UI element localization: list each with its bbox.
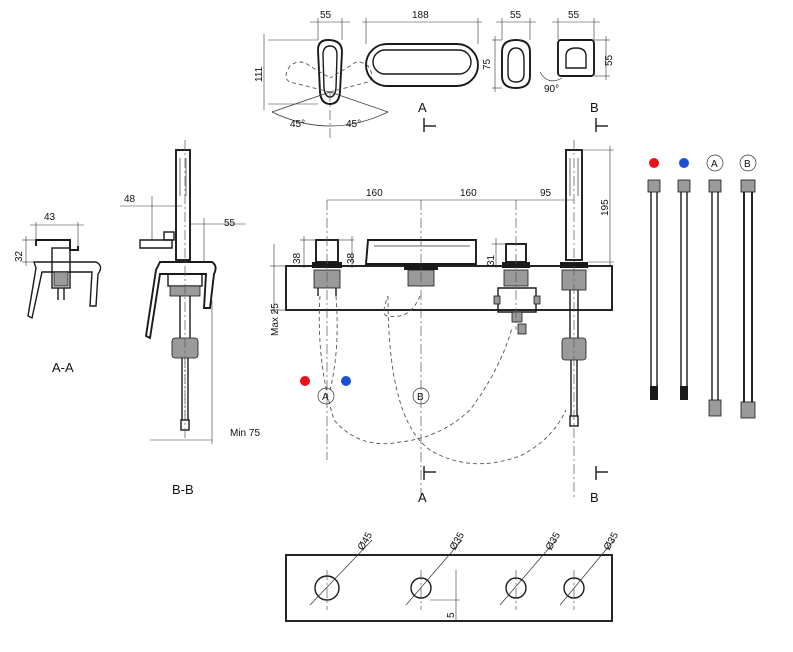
dia-4-text: Ø35 xyxy=(602,530,621,552)
legend-b-marker xyxy=(739,154,757,172)
shower-height-text: 195 xyxy=(600,199,611,216)
cold-water-dot-icon xyxy=(679,158,689,168)
handle-height-text: 111 xyxy=(254,66,265,82)
diverter-top-view: 55 75 xyxy=(482,10,536,92)
dim-5-text: 5 xyxy=(446,612,457,618)
hose-a-marker xyxy=(317,387,335,405)
view-bb-label: B-B xyxy=(172,482,194,497)
section-b-top-label: B xyxy=(590,100,599,115)
hoses-legend: A B xyxy=(647,154,757,419)
hose-cold xyxy=(677,179,691,400)
cold-water-dot-icon xyxy=(341,376,351,386)
hose-b-marker xyxy=(412,387,430,405)
hose-b xyxy=(740,179,756,419)
section-b-bottom-label: B xyxy=(590,490,599,505)
spacing-1-text: 160 xyxy=(366,188,383,199)
handle-top-view: 45° 45° 55 111 xyxy=(254,10,389,138)
dia-1-text: Ø45 xyxy=(356,530,375,552)
holder-width-text: 55 xyxy=(568,10,580,21)
angle-90-text: 90° xyxy=(544,84,559,95)
hot-water-dot-icon xyxy=(649,158,659,168)
hose-a-label: A xyxy=(322,392,329,403)
diverter-height-text: 75 xyxy=(482,58,493,70)
section-aa-view: 43 32 A-A xyxy=(14,212,102,375)
aa-width-text: 43 xyxy=(44,212,56,223)
hose-b-label: B xyxy=(417,392,424,403)
hose-hot xyxy=(647,179,661,400)
hot-water-dot-icon xyxy=(300,376,310,386)
legend-a-marker xyxy=(706,154,724,172)
section-a-top-label: A xyxy=(418,100,427,115)
view-aa-label: A-A xyxy=(52,360,74,375)
legend-b-label: B xyxy=(744,159,751,170)
hose-a xyxy=(708,179,722,417)
h-31-text: 31 xyxy=(486,254,497,266)
dia-3-text: Ø35 xyxy=(544,530,563,552)
bb-offset-text: 48 xyxy=(124,194,136,205)
spout-length-text: 188 xyxy=(412,10,429,21)
aa-height-text: 32 xyxy=(14,250,25,262)
dia-2-text: Ø35 xyxy=(448,530,467,552)
h-left-text: 38 xyxy=(292,252,303,264)
holder-top-view: 55 55 90° xyxy=(539,10,615,95)
bb-width-text: 55 xyxy=(224,218,236,229)
spout-top-view: 188 xyxy=(362,10,482,87)
spacing-2-text: 160 xyxy=(460,188,477,199)
spacing-3-text: 95 xyxy=(540,188,552,199)
main-front-view: 160 160 95 195 38 38 31 Max 25 A B A B xyxy=(270,140,614,505)
diverter-width-text: 55 xyxy=(510,10,522,21)
bb-min-text: Min 75 xyxy=(230,428,260,439)
deck-hole-template: Ø45 Ø35 Ø35 Ø35 5 xyxy=(285,530,621,622)
angle-left-text: 45° xyxy=(290,119,305,130)
h-right-text: 38 xyxy=(346,252,357,264)
section-a-bottom-label: A xyxy=(418,490,427,505)
legend-a-label: A xyxy=(711,159,718,170)
angle-right-text: 45° xyxy=(346,119,361,130)
section-markers-top: A B xyxy=(418,100,608,132)
section-bb-view: 48 55 Min 75 B-B xyxy=(120,140,260,497)
max-25-text: Max 25 xyxy=(270,303,281,336)
holder-height-text: 55 xyxy=(604,54,615,66)
handle-width-text: 55 xyxy=(320,10,332,21)
